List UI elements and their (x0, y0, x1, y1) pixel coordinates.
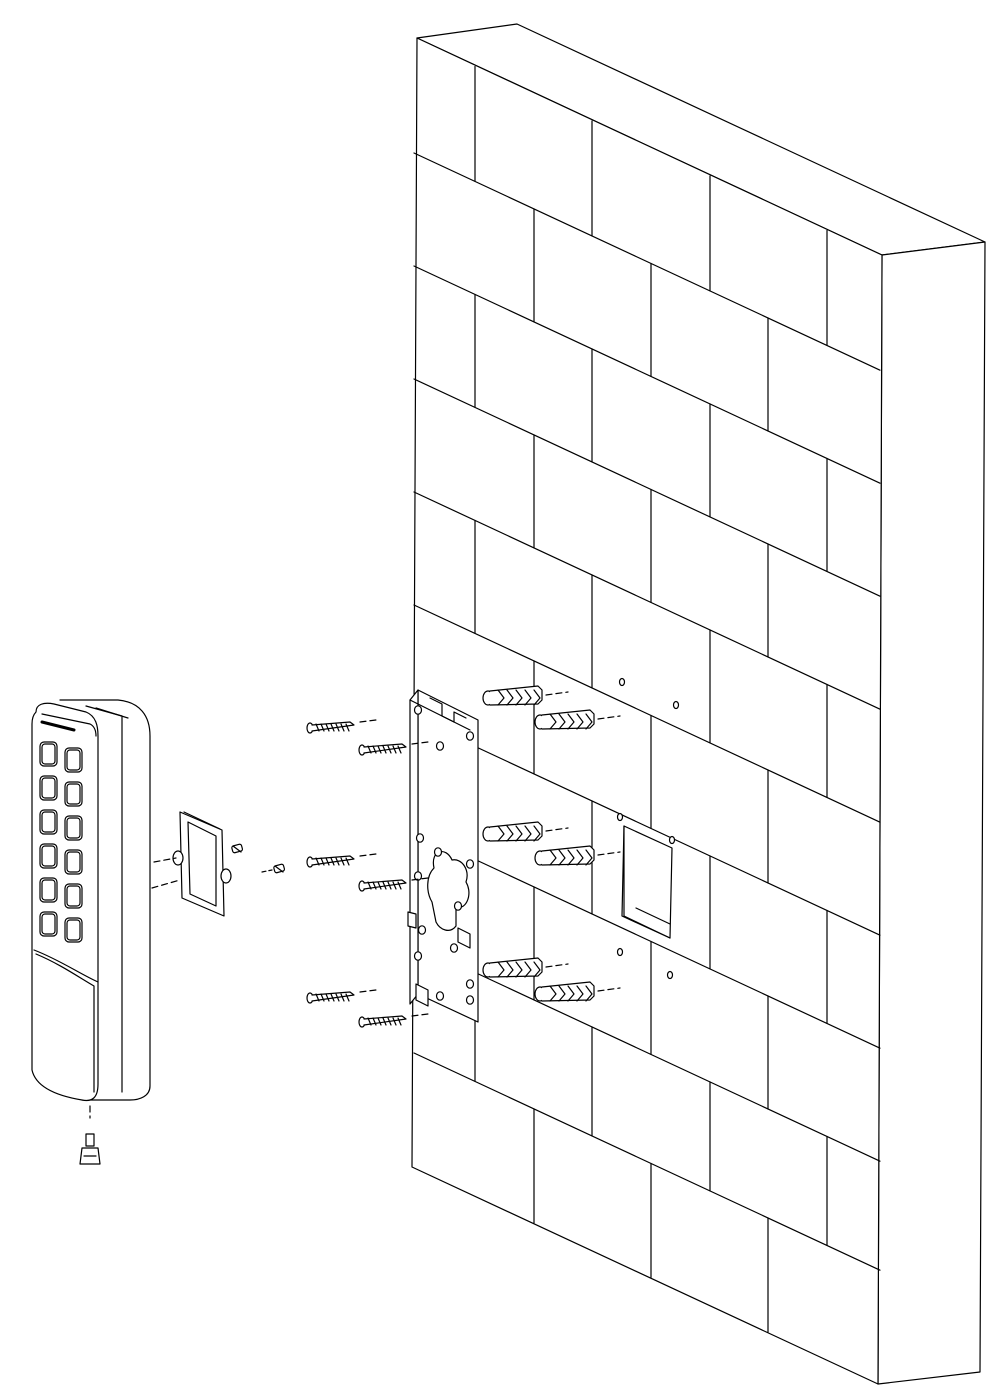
small-screw-icon (273, 863, 286, 874)
mortar-line (413, 604, 881, 823)
plate-holes (413, 705, 475, 1005)
mounting-plate (407, 689, 479, 1023)
screw-icon (306, 853, 377, 868)
tamper-bracket (151, 811, 232, 917)
screw-icon (358, 741, 429, 756)
keypad-card-reader (31, 699, 151, 1119)
drill-holes (616, 677, 680, 980)
anchor-icon (534, 845, 621, 866)
plate-hole (417, 925, 427, 935)
anchor-icon (534, 709, 621, 730)
wall-mortar-lines (413, 152, 881, 1271)
key (39, 843, 58, 869)
key (39, 877, 58, 903)
screw-icon (358, 1013, 429, 1028)
mortar-line (413, 943, 881, 1162)
key (64, 917, 83, 943)
mortar-line (413, 717, 881, 936)
anchor-icon (482, 685, 569, 706)
drill-hole (618, 677, 626, 687)
drill-hole (616, 812, 624, 822)
plate-hole (435, 991, 445, 1001)
plate-hole (413, 951, 423, 961)
key (39, 775, 58, 801)
plate-hole (453, 901, 463, 911)
bottom-screw-icon (79, 1133, 101, 1165)
plate-hole (433, 847, 443, 857)
plate-hole (449, 943, 459, 953)
mortar-line (413, 152, 881, 371)
plate-hole (465, 995, 475, 1005)
plate-hole (413, 705, 423, 715)
key (39, 911, 58, 937)
wall-side-face (877, 241, 986, 1385)
mortar-line (413, 830, 881, 1049)
plate-hole (413, 871, 423, 881)
plate-hole (435, 741, 445, 751)
plate-hole (465, 731, 475, 741)
plate-hole (465, 859, 475, 869)
key (39, 741, 58, 767)
key (64, 781, 83, 807)
screw-icon (306, 989, 377, 1004)
drill-hole (616, 947, 624, 957)
mortar-line (413, 265, 881, 484)
screw-icon (358, 877, 429, 892)
mortar-line (413, 491, 881, 710)
anchor-icon (534, 981, 621, 1002)
plate-hole (415, 833, 425, 843)
small-screw-icon (231, 843, 244, 854)
keypad-keys (39, 741, 83, 943)
key (39, 809, 58, 835)
anchor-icon (482, 821, 569, 842)
key (64, 849, 83, 875)
small-screws (231, 843, 286, 874)
key (64, 883, 83, 909)
wall-screws (306, 719, 429, 1028)
key (64, 747, 83, 773)
screw-icon (306, 719, 377, 734)
anchor-icon (482, 957, 569, 978)
mortar-line (413, 378, 881, 597)
drill-hole (666, 970, 674, 980)
plate-cutout (427, 851, 470, 931)
cable-hole (621, 825, 673, 939)
wall-front-face (411, 37, 883, 1385)
drill-hole (668, 835, 676, 845)
brick-wall (411, 23, 986, 1385)
key (64, 815, 83, 841)
mortar-line (413, 1052, 881, 1271)
wall-anchors (482, 685, 621, 1002)
plate-hole (465, 979, 475, 989)
drill-hole (672, 700, 680, 710)
